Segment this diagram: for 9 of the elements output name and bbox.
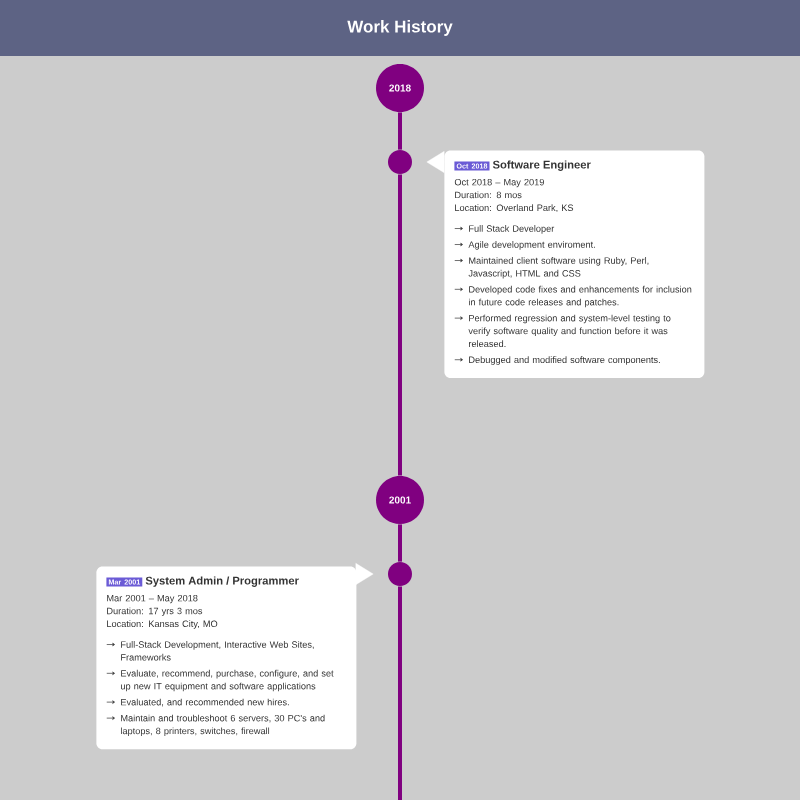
callout-pointer (355, 563, 374, 585)
timeline-dot (388, 562, 412, 586)
callout-pointer (426, 151, 445, 173)
timeline-line (398, 524, 402, 562)
timeline-line (398, 586, 402, 800)
header-bar: Work History (0, 0, 800, 56)
timeline-line (398, 112, 402, 150)
timeline-line (398, 174, 402, 476)
timeline-dot (388, 150, 412, 174)
